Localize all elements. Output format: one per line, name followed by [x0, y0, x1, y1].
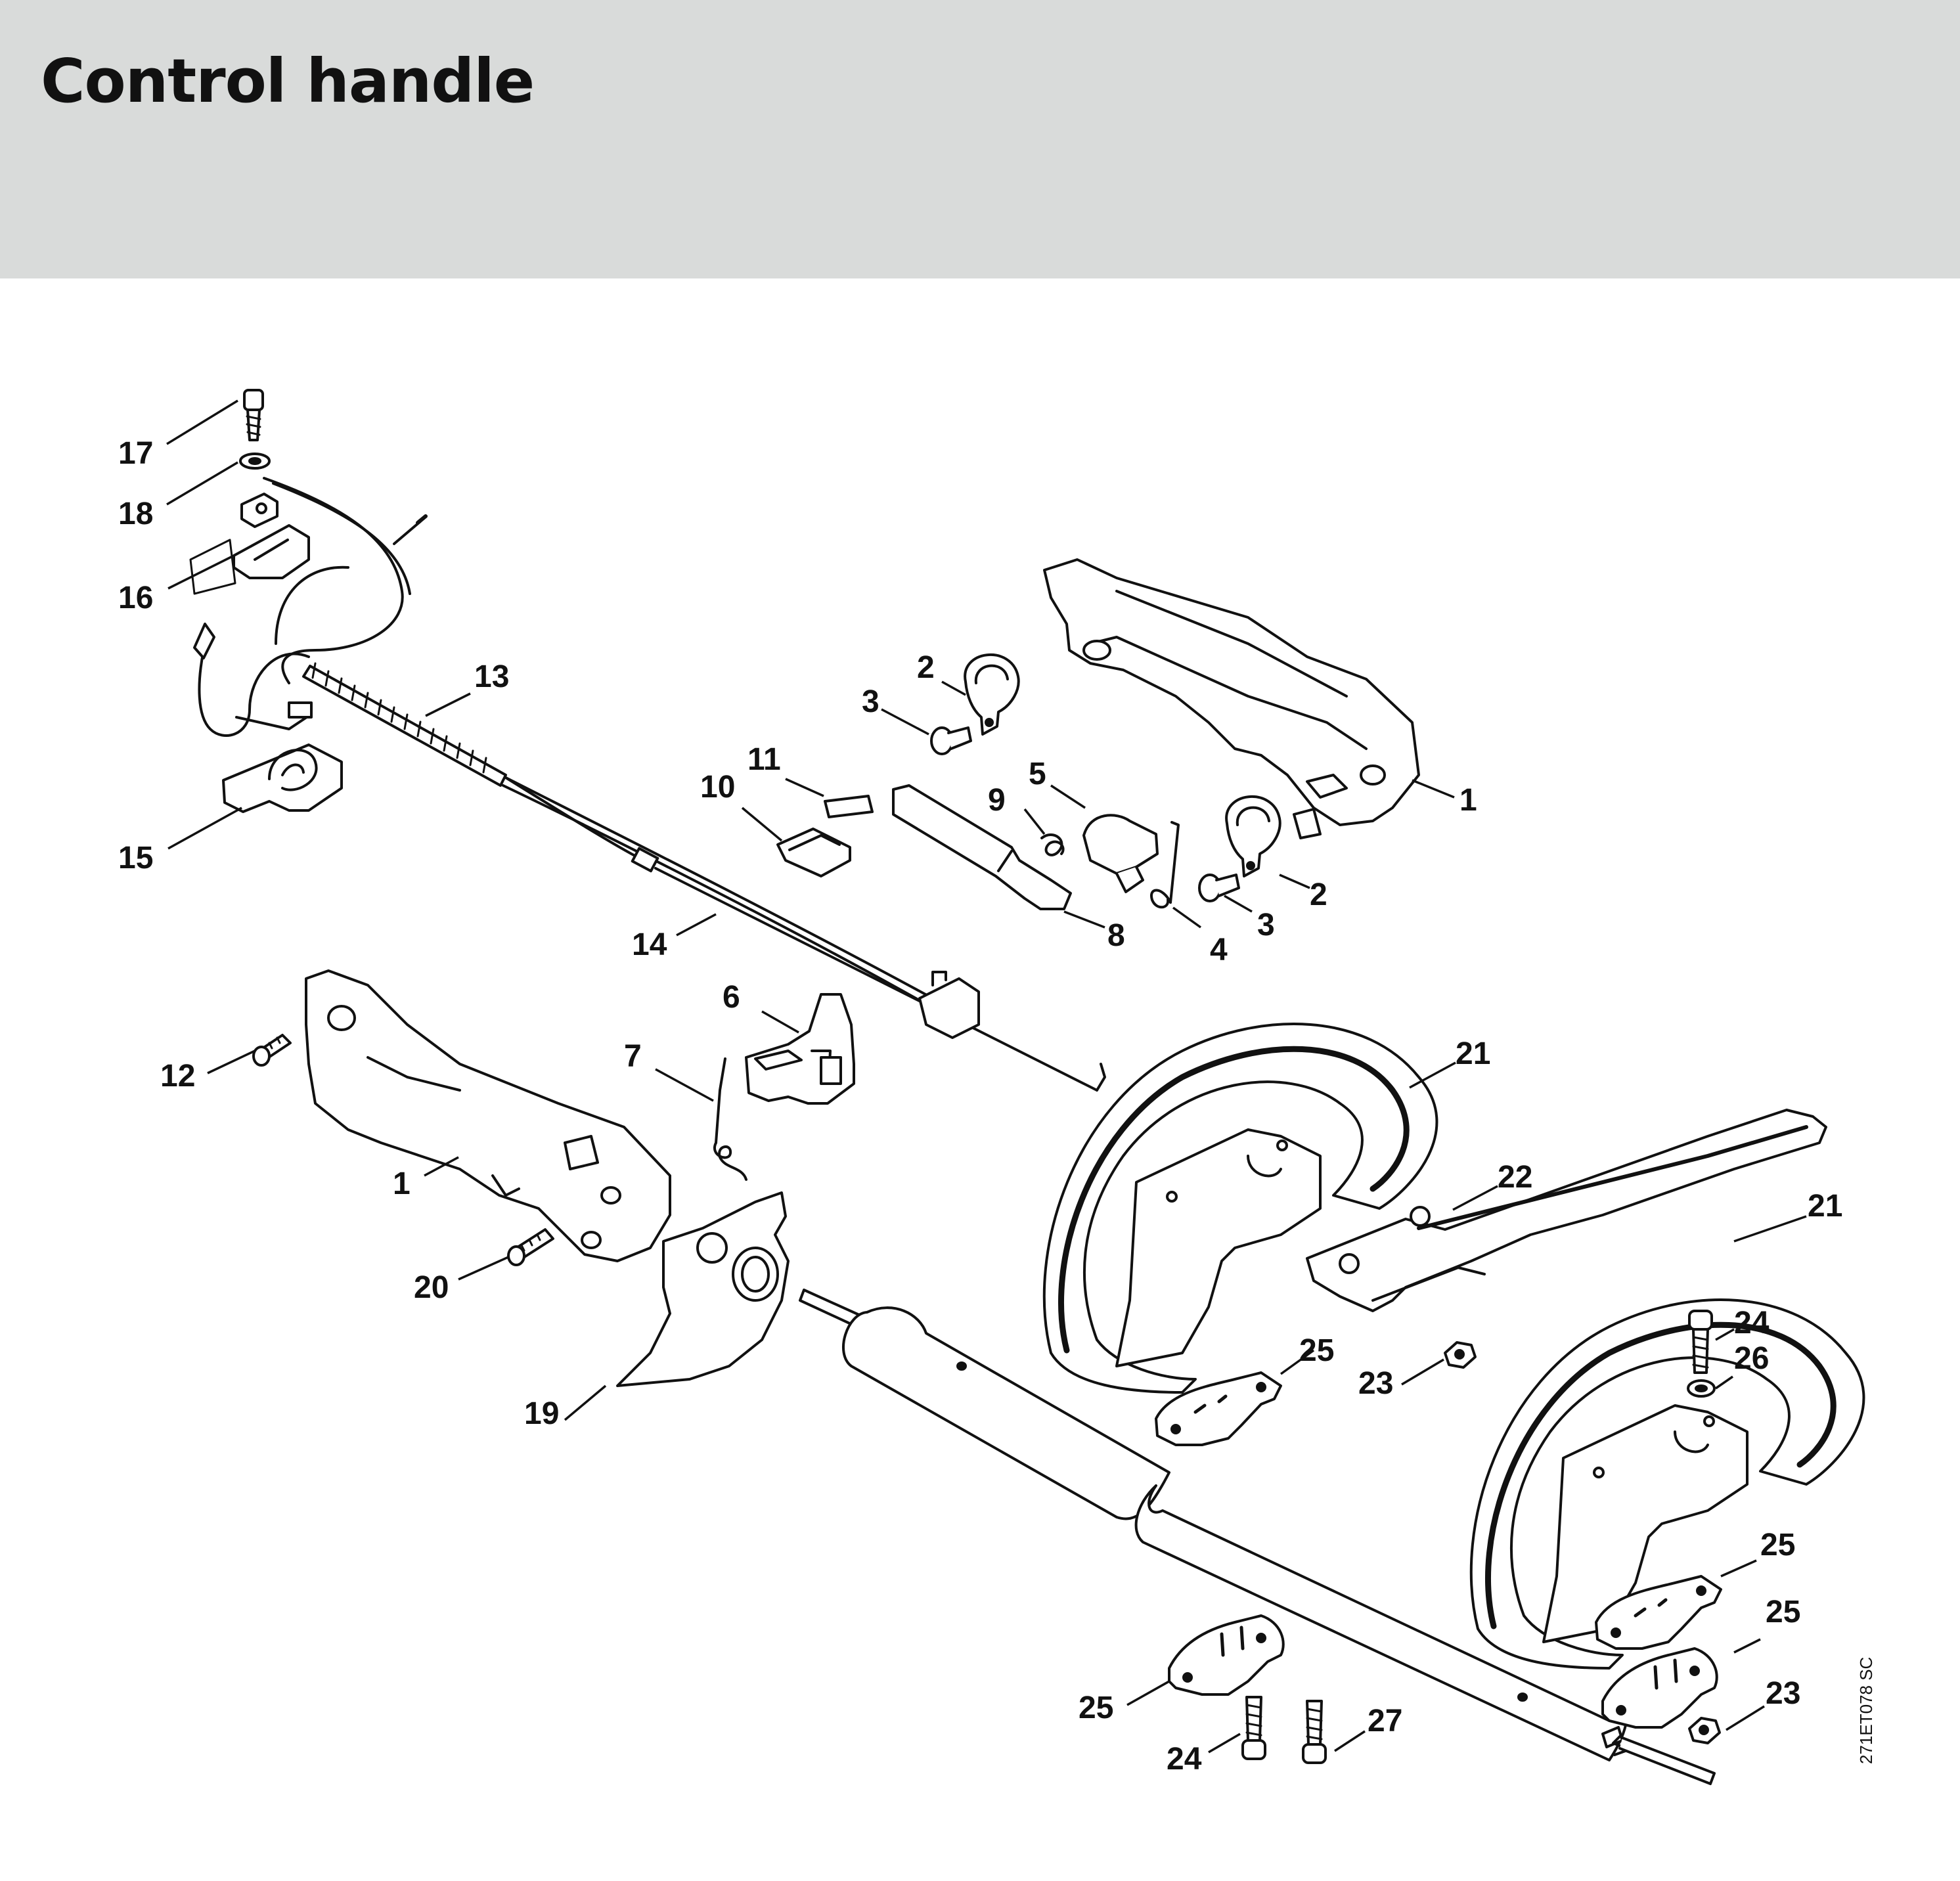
callout-25: 25 [1079, 1691, 1113, 1725]
callout-6: 6 [723, 980, 740, 1015]
callout-1: 1 [393, 1166, 411, 1201]
callout-24: 24 [1734, 1306, 1770, 1340]
callout-16: 16 [118, 581, 153, 615]
callout-2: 2 [917, 650, 935, 685]
callout-17: 17 [118, 436, 153, 471]
part-guard-19 [616, 1191, 790, 1387]
callout-11: 11 [747, 742, 781, 777]
part-spring-7 [713, 1057, 747, 1181]
part-switch-16 [189, 493, 310, 595]
callout-12: 12 [160, 1059, 195, 1094]
part-wire-14 [504, 776, 1106, 1092]
part-clamp-2b [1225, 795, 1281, 877]
callout-9: 9 [988, 783, 1006, 818]
part-clamp-half-25c [1168, 1614, 1285, 1696]
part-bolt-24a [1688, 1310, 1713, 1374]
part-nut-23b [1688, 1717, 1721, 1744]
callout-21: 21 [1808, 1189, 1842, 1224]
callout-24: 24 [1167, 1742, 1202, 1777]
callout-7: 7 [624, 1039, 642, 1074]
part-spring-9 [1040, 833, 1065, 856]
part-screw-17 [243, 389, 264, 441]
callout-8: 8 [1107, 918, 1125, 953]
callout-26: 26 [1734, 1341, 1769, 1376]
part-wiring-harness [193, 477, 428, 737]
part-screw-12 [252, 1034, 292, 1067]
part-nut-23a [1444, 1341, 1477, 1369]
page-title: Control handle [41, 46, 535, 116]
callout-10: 10 [700, 770, 735, 805]
part-bolt-27 [1302, 1700, 1327, 1764]
callout-27: 27 [1368, 1704, 1402, 1738]
callout-18: 18 [118, 497, 153, 531]
part-screw-20 [507, 1228, 554, 1266]
part-slide-10 [776, 828, 851, 877]
callout-13: 13 [474, 659, 509, 694]
callout-5: 5 [1029, 757, 1046, 791]
part-loop-handle-21a [1042, 1023, 1438, 1394]
part-spring-4 [1150, 821, 1180, 909]
part-handle-half-1b [305, 969, 671, 1262]
part-screw-3b [1198, 874, 1240, 902]
part-clamp-half-25d [1601, 1647, 1718, 1729]
part-carrier-6 [745, 993, 855, 1105]
callout-22: 22 [1498, 1160, 1532, 1195]
callout-25: 25 [1299, 1333, 1334, 1368]
callout-2: 2 [1310, 877, 1327, 912]
part-cable-connector [918, 971, 980, 1039]
part-bolt-24b [1241, 1696, 1266, 1760]
callout-25: 25 [1760, 1528, 1795, 1562]
callout-19: 19 [524, 1396, 559, 1431]
header-band [0, 0, 1960, 278]
part-clamp-half-25b [1595, 1575, 1722, 1650]
callout-4: 4 [1210, 933, 1228, 967]
leader-lines [166, 399, 1807, 1754]
callout-25: 25 [1766, 1595, 1800, 1629]
callout-1: 1 [1459, 783, 1477, 818]
callout-3: 3 [1257, 908, 1275, 942]
part-cover-11 [824, 795, 874, 818]
callout-21: 21 [1456, 1036, 1490, 1071]
callout-23: 23 [1766, 1676, 1800, 1711]
part-clamp-bar-22 [1306, 1109, 1827, 1312]
part-washer-26 [1687, 1379, 1716, 1398]
part-clamp-2a [964, 653, 1020, 736]
part-screw-3a [930, 726, 972, 755]
part-handle-half-1a [1043, 558, 1420, 839]
callout-20: 20 [414, 1270, 449, 1305]
callout-23: 23 [1358, 1366, 1393, 1401]
callout-14: 14 [632, 927, 667, 962]
part-throttle-cable-13 [302, 662, 934, 1006]
part-clamp-half-25a [1155, 1371, 1282, 1446]
callout-3: 3 [862, 684, 880, 719]
part-switch-housing-15 [222, 743, 343, 813]
part-trigger-8 [892, 784, 1072, 910]
part-loop-handle-21b [1469, 1298, 1865, 1670]
part-lockout-lever-5 [1082, 814, 1159, 893]
part-washer-18 [239, 453, 271, 470]
figure-code: 271ET078 SC [1856, 1657, 1876, 1764]
callout-15: 15 [118, 841, 153, 875]
